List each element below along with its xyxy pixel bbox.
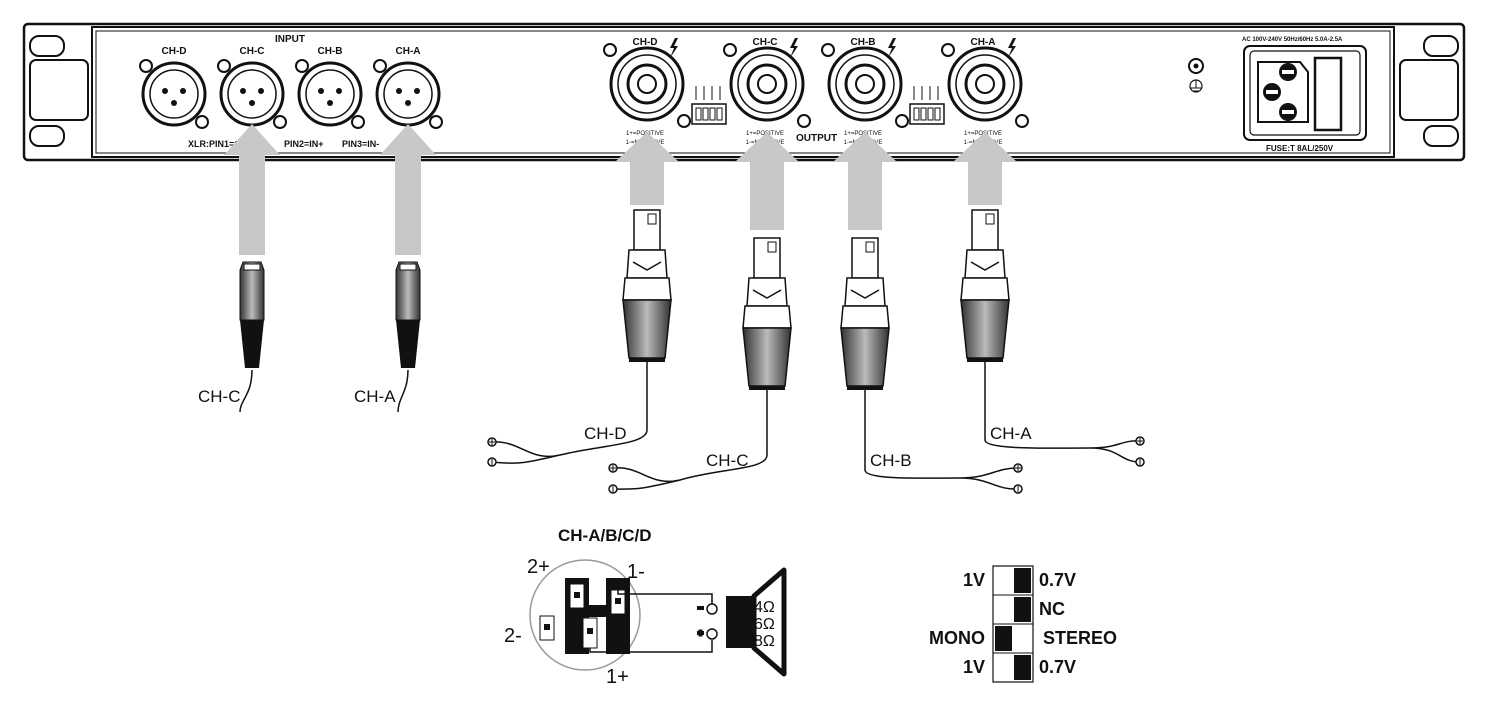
input-cable-label-ch-c: CH-C bbox=[198, 387, 241, 406]
xlr-input-label: CH-A bbox=[396, 46, 421, 57]
impedance-8: 8Ω bbox=[754, 633, 775, 650]
output-cable-label-ch-c: CH-C bbox=[706, 451, 749, 470]
dip-4-left-label: 1V bbox=[963, 657, 985, 677]
speaker-icon: 4Ω 6Ω 8Ω bbox=[726, 567, 787, 677]
output-cable-label-ch-b: CH-B bbox=[870, 451, 912, 470]
speakon-output-ch-b[interactable] bbox=[821, 38, 909, 128]
xlr-pin2-label: PIN2=IN+ bbox=[284, 139, 324, 149]
dip-switch-4-knob[interactable] bbox=[1014, 655, 1031, 680]
lightning-icon bbox=[1008, 38, 1016, 58]
speakon-cable-ch-c bbox=[612, 237, 792, 490]
xlr-input-ch-d[interactable] bbox=[139, 59, 209, 129]
xlr-pin1-label: XLR:PIN1=GND bbox=[188, 139, 255, 149]
xlr-input-label: CH-B bbox=[318, 46, 343, 57]
positive-terminal-icon bbox=[1013, 463, 1023, 473]
speakon-output-label: CH-C bbox=[753, 37, 778, 48]
speaker-wiring-detail: CH-A/B/C/D 2+ 1- 2- 1+ 4Ω 6Ω 8Ω bbox=[504, 526, 787, 688]
lightning-icon bbox=[790, 38, 798, 58]
connection-arrows bbox=[224, 124, 1017, 255]
dip-3-left-label: MONO bbox=[929, 628, 985, 648]
wiring-title: CH-A/B/C/D bbox=[558, 526, 652, 545]
xlr-input-label: CH-D bbox=[162, 46, 187, 57]
positive-terminal-icon bbox=[487, 437, 497, 447]
speakon-cable-ch-d bbox=[491, 209, 672, 464]
negative-terminal-icon bbox=[1013, 484, 1023, 494]
speakon-output-label: CH-A bbox=[971, 37, 996, 48]
speakon-output-label: CH-B bbox=[851, 37, 876, 48]
xlr-cable-1 bbox=[239, 261, 265, 413]
speakon-output-ch-d[interactable] bbox=[603, 38, 691, 128]
rack-ear-left bbox=[29, 35, 89, 147]
lightning-icon bbox=[888, 38, 896, 58]
dip-switch-3-knob[interactable] bbox=[995, 626, 1012, 651]
speakon-cable-ch-b bbox=[840, 237, 1019, 490]
input-heading: INPUT bbox=[275, 34, 305, 45]
negative-terminal-icon bbox=[608, 484, 618, 494]
dip-switch-1-knob[interactable] bbox=[1014, 568, 1031, 593]
power-inlet[interactable] bbox=[1243, 45, 1367, 141]
rack-ear-right bbox=[1399, 35, 1459, 147]
dip-2-right-label: NC bbox=[1039, 599, 1065, 619]
pin-1minus-label: 1- bbox=[627, 561, 645, 583]
impedance-4: 4Ω bbox=[754, 599, 775, 616]
xlr-cable-2 bbox=[395, 261, 421, 413]
negative-terminal-icon bbox=[487, 457, 497, 467]
fuse-label: FUSE:T 8AL/250V bbox=[1266, 144, 1334, 153]
dip-switch-block-1[interactable] bbox=[691, 86, 727, 125]
output-cable-label-ch-d: CH-D bbox=[584, 424, 627, 443]
dip-1-left-label: 1V bbox=[963, 570, 985, 590]
speakon-output-ch-c[interactable] bbox=[723, 38, 811, 128]
output-cable-label-ch-a: CH-A bbox=[990, 424, 1032, 443]
xlr-input-label: CH-C bbox=[240, 46, 265, 57]
dip-switch-legend: 1V 0.7V NC MONO STEREO 1V 0.7V bbox=[929, 565, 1117, 683]
output-heading: OUTPUT bbox=[796, 133, 837, 144]
amplifier-rear-panel: INPUT CH-D CH-C CH-B CH-A XLR:PIN1=GND PIN2… bbox=[22, 22, 1466, 162]
power-rating-label: AC 100V-240V 50Hz/60Hz 5.0A-2.5A bbox=[1242, 37, 1343, 43]
ground-terminal-icon bbox=[1188, 58, 1204, 93]
speakon-output-label: CH-D bbox=[633, 37, 658, 48]
pin-2minus-label: 2- bbox=[504, 625, 522, 647]
impedance-6: 6Ω bbox=[754, 616, 775, 633]
positive-terminal-icon bbox=[608, 463, 618, 473]
pin-2plus-label: 2+ bbox=[527, 556, 550, 578]
dip-switch-2-knob[interactable] bbox=[1014, 597, 1031, 622]
dip-3-right-label: STEREO bbox=[1043, 628, 1117, 648]
xlr-pin3-label: PIN3=IN- bbox=[342, 139, 379, 149]
positive-terminal-icon bbox=[1135, 436, 1145, 446]
dip-4-right-label: 0.7V bbox=[1039, 657, 1076, 677]
dip-switch-block-2[interactable] bbox=[909, 86, 945, 125]
input-cable-label-ch-a: CH-A bbox=[354, 387, 396, 406]
negative-terminal-icon bbox=[1135, 457, 1145, 467]
dip-1-right-label: 0.7V bbox=[1039, 570, 1076, 590]
speakon-cable-ch-a bbox=[960, 209, 1141, 463]
xlr-input-ch-b[interactable] bbox=[295, 59, 365, 129]
lightning-icon bbox=[670, 38, 678, 58]
pin-1plus-label: 1+ bbox=[606, 666, 629, 688]
speakon-output-ch-a[interactable] bbox=[941, 38, 1029, 128]
